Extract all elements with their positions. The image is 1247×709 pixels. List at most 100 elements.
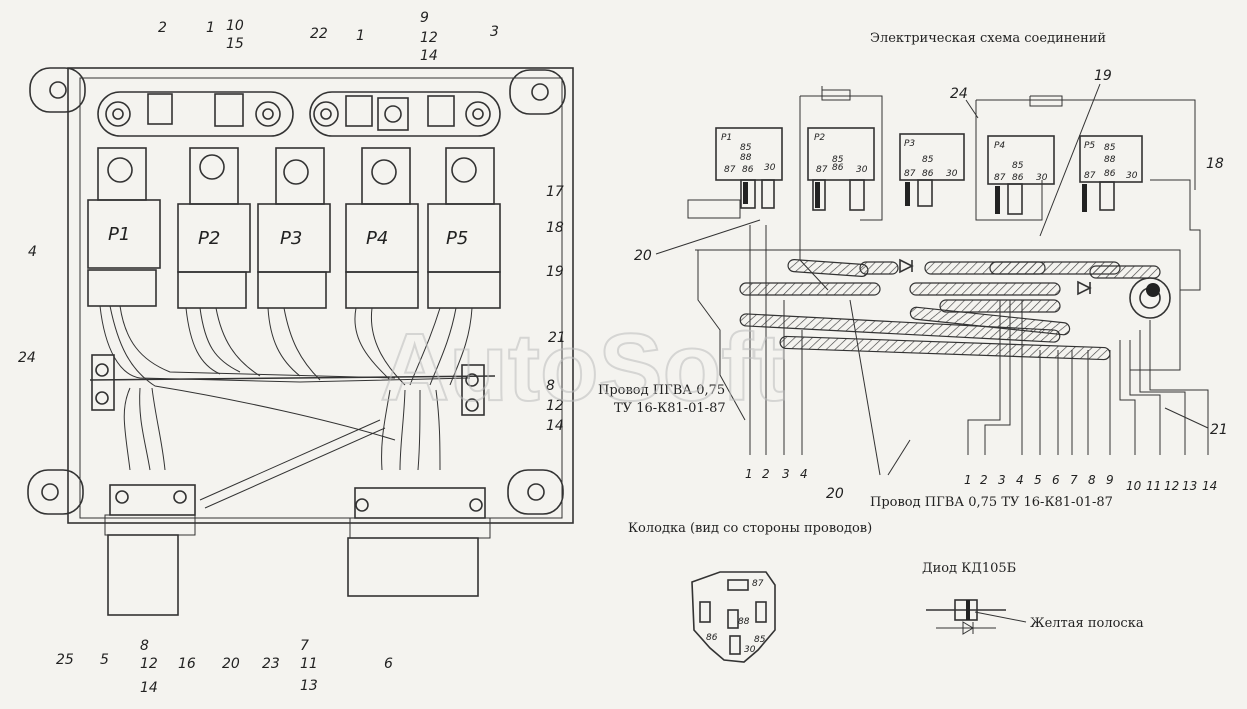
svg-text:8: 8	[140, 638, 149, 654]
svg-text:88: 88	[740, 153, 752, 163]
relay-p5: P5	[427, 147, 501, 309]
relay-p3: P3	[257, 147, 331, 309]
schema-relay-p1: P1 85 88 87 86 30	[715, 127, 783, 209]
svg-text:4: 4	[800, 467, 808, 481]
svg-text:85: 85	[1012, 161, 1024, 171]
connector-detail: Колодка (вид со стороны проводов) 87 88 …	[628, 521, 872, 663]
svg-text:4: 4	[28, 244, 37, 260]
relay-p2: P2	[177, 147, 251, 309]
mounting-plate	[67, 67, 574, 524]
svg-text:86: 86	[922, 169, 934, 179]
wiring-schema: Электрическая схема соединений P1 85 88 …	[598, 31, 1228, 510]
svg-text:8: 8	[546, 378, 555, 394]
relay-p3-label: P3	[280, 228, 302, 249]
svg-text:13: 13	[1182, 479, 1197, 493]
svg-text:12: 12	[546, 398, 564, 414]
svg-text:3: 3	[782, 467, 790, 481]
svg-text:30: 30	[1036, 173, 1048, 183]
board-traces	[739, 259, 1161, 361]
schema-title: Электрическая схема соединений	[870, 31, 1106, 46]
svg-text:10: 10	[1126, 479, 1142, 493]
svg-text:87: 87	[816, 165, 828, 175]
svg-text:5: 5	[100, 652, 109, 668]
terminal-labels-right: 1 2 3 4 5 6 7 8 9 10 11 12 13 14	[964, 473, 1217, 493]
svg-text:11: 11	[300, 656, 318, 672]
mounting-ear-top-left	[29, 67, 86, 113]
svg-text:87: 87	[904, 169, 916, 179]
svg-text:86: 86	[1104, 169, 1116, 179]
svg-text:P4: P4	[994, 141, 1005, 151]
svg-text:88: 88	[1104, 155, 1116, 165]
svg-text:12: 12	[140, 656, 158, 672]
svg-text:5: 5	[1034, 473, 1042, 487]
svg-text:88: 88	[738, 617, 750, 627]
svg-text:11: 11	[1146, 479, 1161, 493]
schema-callouts: 19 24 18 20 21 20	[634, 68, 1228, 502]
svg-text:15: 15	[226, 36, 244, 52]
svg-text:3: 3	[490, 24, 499, 40]
svg-text:85: 85	[754, 635, 766, 645]
schema-wires	[687, 86, 1201, 421]
svg-text:30: 30	[1126, 171, 1138, 181]
svg-text:20: 20	[222, 656, 240, 672]
svg-text:3: 3	[998, 473, 1006, 487]
svg-text:20: 20	[826, 486, 844, 502]
relay-box-assembly: P1 P2 P3 P4 P5	[18, 10, 574, 696]
svg-text:14: 14	[546, 418, 564, 434]
schema-relays: P1 85 88 87 86 30 P2 85 86 87 30	[715, 127, 1143, 215]
relay-contact-blades	[743, 182, 1087, 214]
svg-text:17: 17	[546, 184, 564, 200]
svg-text:9: 9	[1106, 473, 1114, 487]
wire-label-left-line1: Провод ПГВА 0,75	[598, 383, 725, 398]
svg-text:1: 1	[964, 473, 972, 487]
bus-bar-left	[97, 91, 294, 137]
svg-text:P1: P1	[721, 133, 732, 143]
diode-title: Диод КД105Б	[922, 561, 1016, 576]
svg-text:P5: P5	[1084, 141, 1095, 151]
svg-text:19: 19	[1094, 68, 1112, 84]
assembly-callouts: 2 1 10 15 22 1 9 12 14 3 17 18 4 19 24 2…	[18, 10, 566, 696]
terminal-labels-left: 1 2 3 4	[745, 467, 808, 481]
svg-text:12: 12	[1164, 479, 1179, 493]
svg-text:4: 4	[1016, 473, 1024, 487]
svg-text:85: 85	[1104, 143, 1116, 153]
svg-text:24: 24	[18, 350, 36, 366]
terminal-wires	[749, 225, 1209, 455]
svg-text:30: 30	[946, 169, 958, 179]
svg-text:16: 16	[178, 656, 196, 672]
svg-text:13: 13	[300, 678, 318, 694]
svg-text:30: 30	[764, 163, 776, 173]
svg-text:6: 6	[1052, 473, 1060, 487]
svg-text:85: 85	[740, 143, 752, 153]
svg-text:85: 85	[922, 155, 934, 165]
svg-text:14: 14	[140, 680, 158, 696]
relay-p1: P1	[87, 147, 161, 307]
svg-text:10: 10	[226, 18, 244, 34]
wire-label-right: Провод ПГВА 0,75 ТУ 16-К81-01-87	[870, 495, 1113, 510]
svg-text:24: 24	[950, 86, 968, 102]
svg-text:87: 87	[994, 173, 1006, 183]
svg-text:19: 19	[546, 264, 564, 280]
svg-text:87: 87	[724, 165, 736, 175]
connector-left	[104, 484, 196, 616]
connector-title: Колодка (вид со стороны проводов)	[628, 521, 872, 536]
relay-p1-label: P1	[108, 224, 130, 245]
svg-text:86: 86	[706, 633, 718, 643]
svg-text:1: 1	[745, 467, 753, 481]
diode-detail: Диод КД105Б Желтая полоска	[922, 561, 1144, 635]
svg-text:18: 18	[1206, 156, 1224, 172]
svg-text:2: 2	[762, 467, 770, 481]
svg-text:85: 85	[832, 155, 844, 165]
svg-text:9: 9	[420, 10, 429, 26]
ground-terminals	[91, 354, 485, 416]
schema-relay-p3: P3 85 86 87 30	[899, 133, 965, 207]
svg-text:23: 23	[262, 656, 280, 672]
schema-relay-p5: P5 85 88 87 86 30	[1079, 135, 1143, 211]
schema-relay-p4: P4 85 86 87 30	[987, 135, 1055, 215]
svg-text:30: 30	[856, 165, 868, 175]
svg-text:18: 18	[546, 220, 564, 236]
svg-text:87: 87	[1084, 171, 1096, 181]
svg-text:87: 87	[752, 579, 764, 589]
svg-text:P2: P2	[814, 133, 825, 143]
